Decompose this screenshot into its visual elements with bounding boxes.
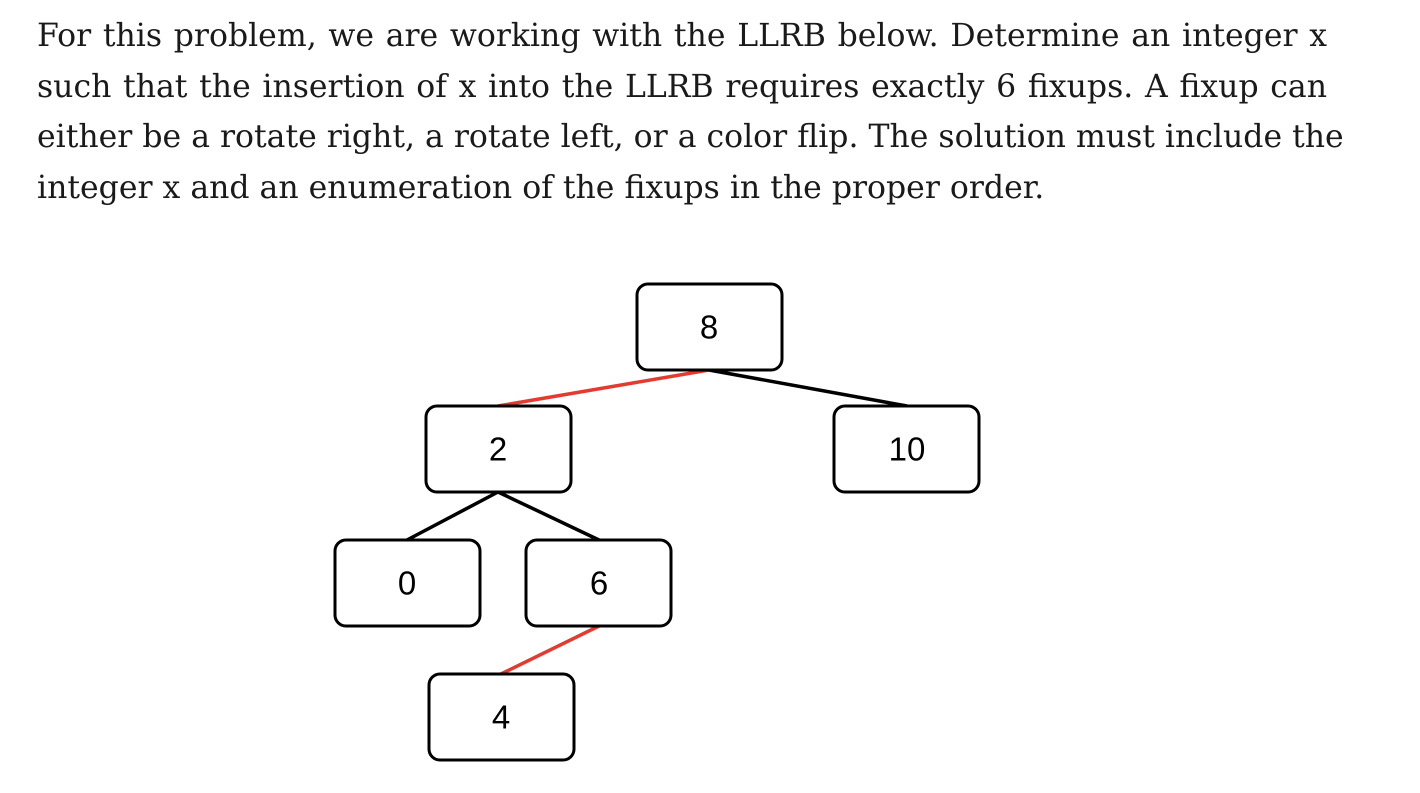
- node-label-8: 8: [700, 309, 718, 346]
- edge-8-2-red: [497, 368, 710, 408]
- problem-statement: For this problem, we are working with th…: [37, 11, 1344, 213]
- problem-line-4: integer x and an enumeration of the fixu…: [37, 169, 1045, 206]
- edge-2-0-black: [406, 490, 499, 542]
- tree-node-8: 8: [635, 282, 784, 372]
- problem-line-1: For this problem, we are working with th…: [37, 18, 1327, 54]
- tree-node-2: 2: [424, 404, 573, 494]
- edge-8-10-black: [708, 368, 908, 408]
- problem-line-2: such that the insertion of x into the LL…: [37, 68, 1327, 105]
- node-label-0: 0: [398, 565, 416, 602]
- node-label-2: 2: [489, 431, 507, 468]
- node-label-4: 4: [492, 699, 510, 736]
- node-label-10: 10: [889, 431, 926, 468]
- tree-node-0: 0: [333, 538, 482, 628]
- problem-line-3: either be a rotate right, a rotate left,…: [37, 119, 1344, 155]
- tree-node-4: 4: [427, 672, 576, 762]
- node-label-6: 6: [590, 565, 608, 602]
- edge-6-4-red: [500, 624, 600, 676]
- edge-2-6-black: [497, 490, 600, 542]
- tree-node-6: 6: [524, 538, 673, 628]
- tree-node-10: 10: [832, 404, 981, 494]
